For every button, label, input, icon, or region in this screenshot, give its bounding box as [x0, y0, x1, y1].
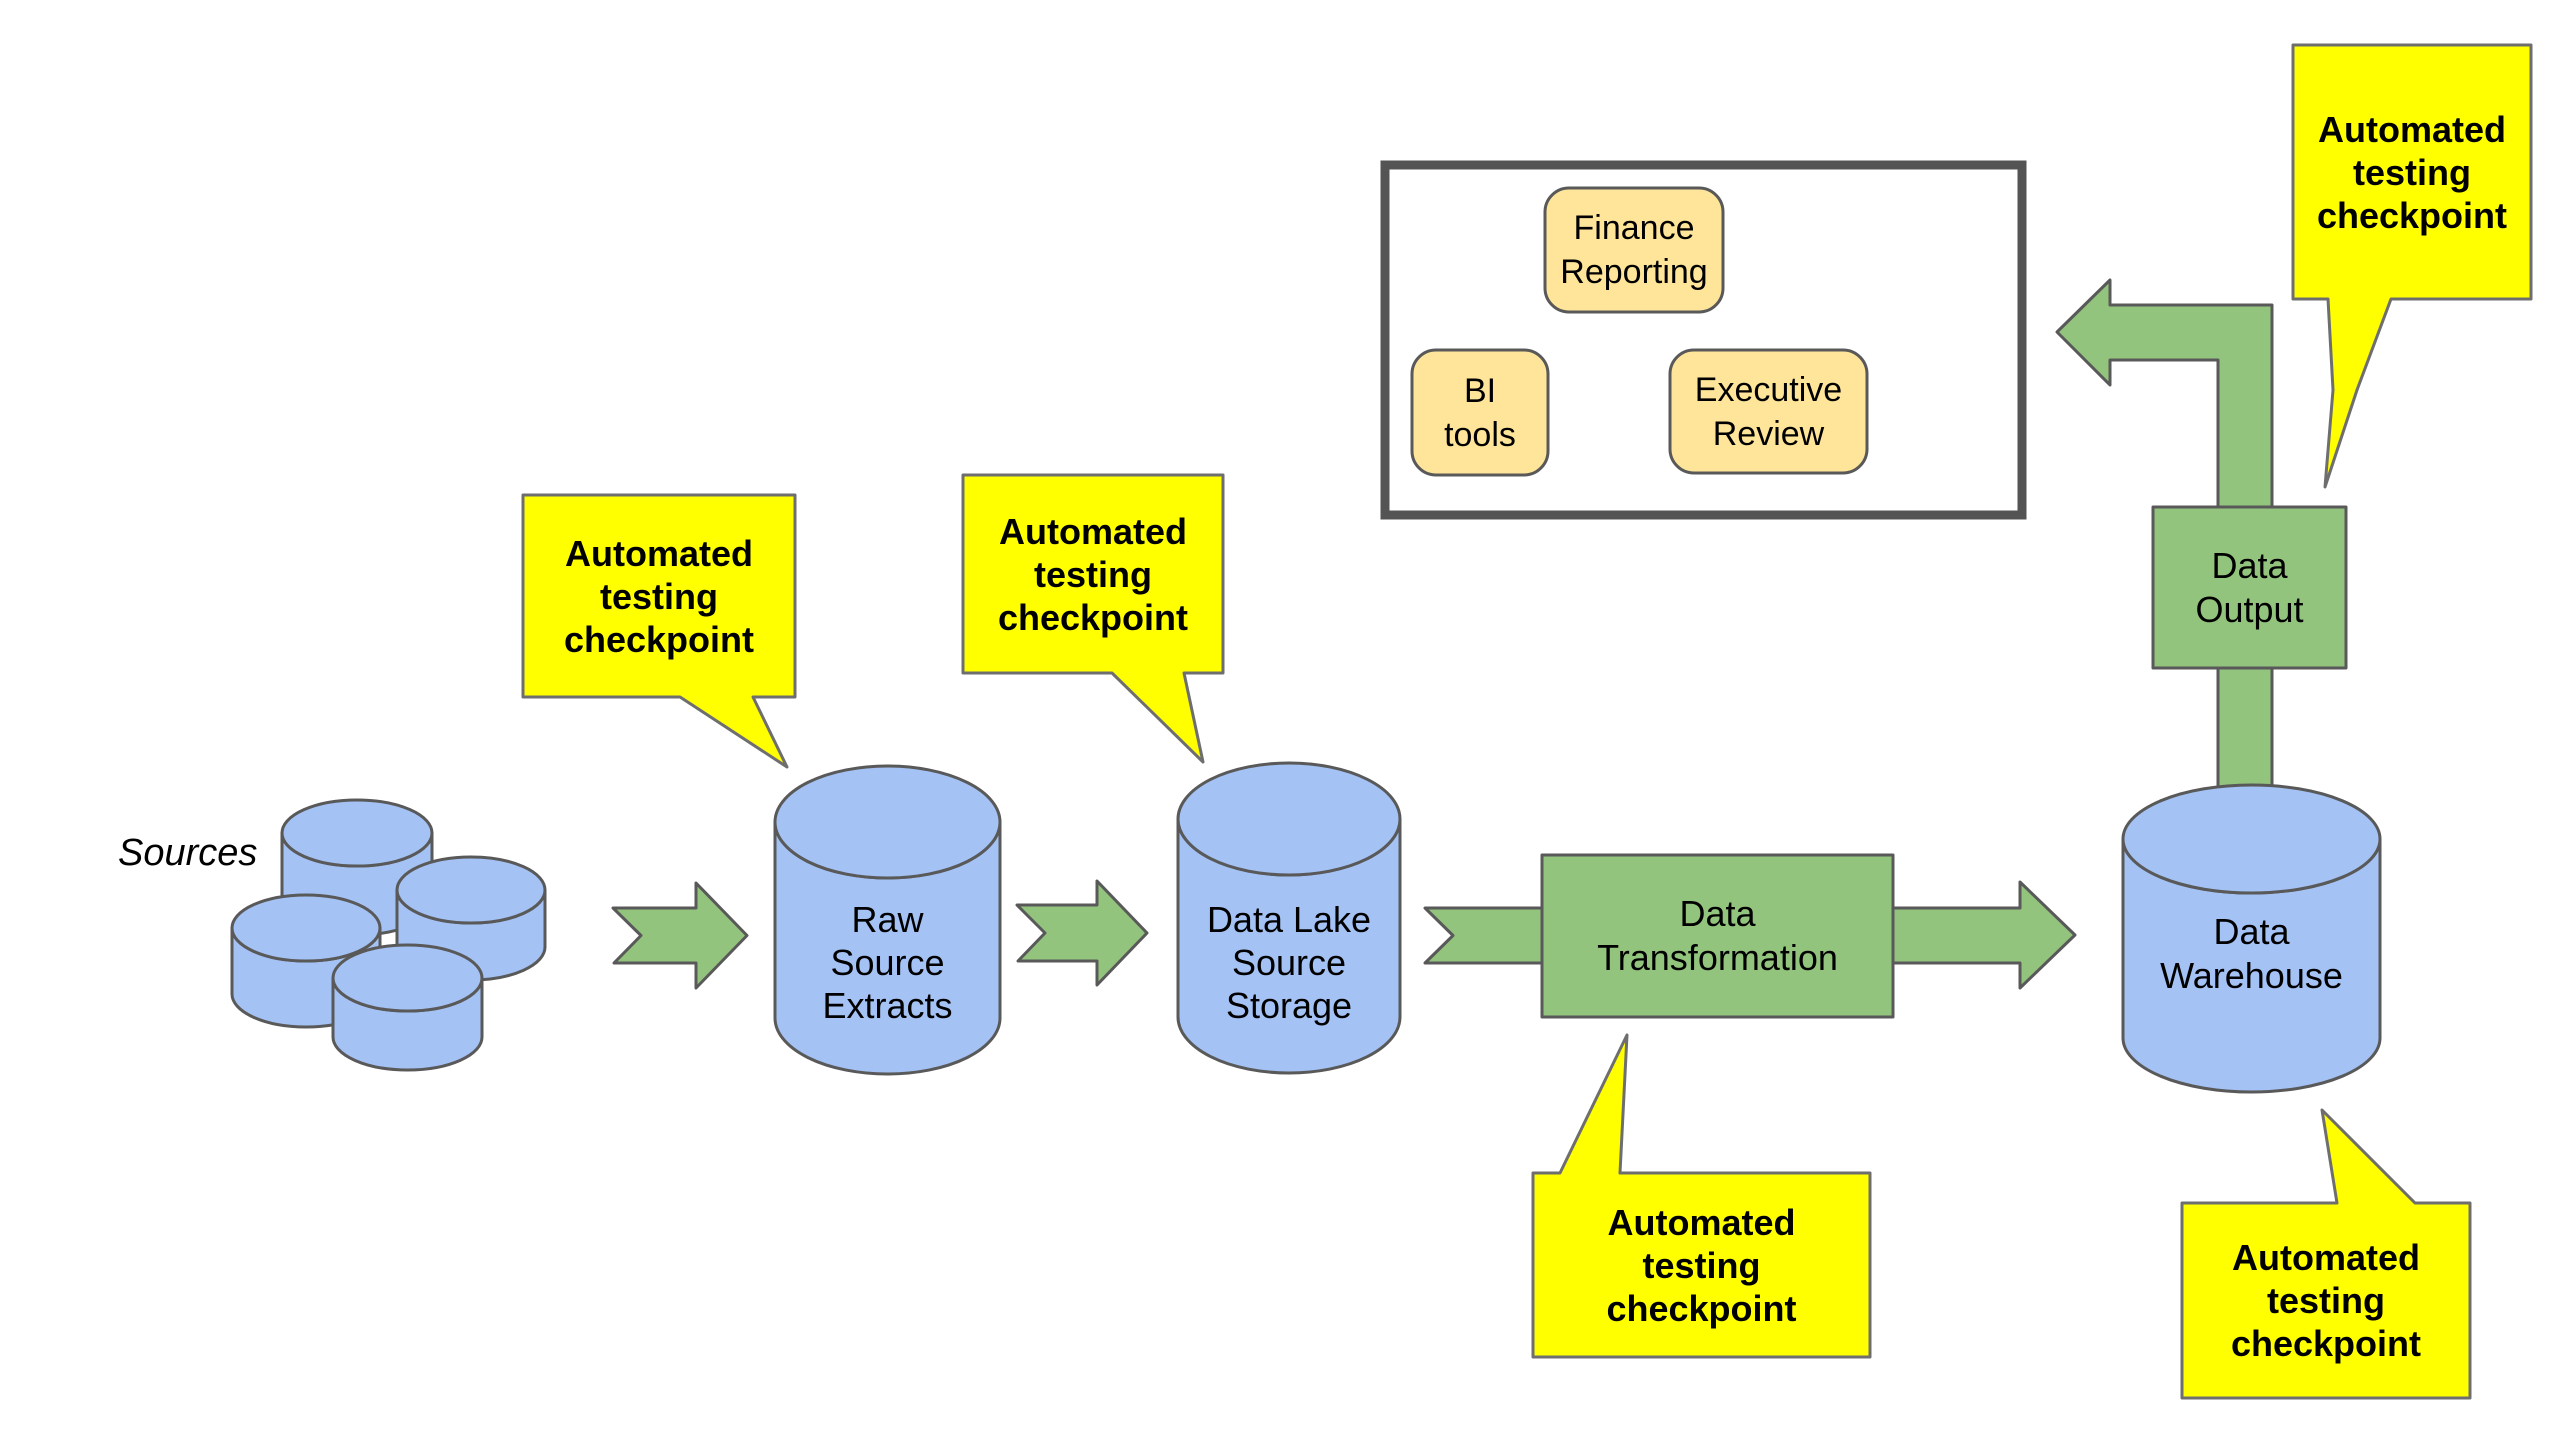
sources-label: Sources — [118, 832, 258, 874]
callout-bubble-warehouse — [2180, 1108, 2472, 1400]
label-bi-tools: BI tools — [1444, 371, 1516, 454]
box-bi-tools — [1410, 348, 1550, 477]
callout-label-raw: Automated testing checkpoint — [563, 532, 755, 660]
box-data-transformation — [1540, 853, 1895, 1019]
callout-label-output: Automated testing checkpoint — [2316, 108, 2508, 236]
arrow-raw-to-lake — [1015, 879, 1149, 987]
cylinder-data-warehouse — [2121, 783, 2382, 1094]
callout-label-transformation: Automated testing checkpoint — [1606, 1201, 1797, 1329]
label-data-output: Data Output — [2195, 544, 2304, 630]
label-data-lake-source-storage: Data Lake Source Storage — [1206, 898, 1372, 1026]
label-data-transformation: Data Transformation — [1597, 893, 1838, 978]
label-executive-review: Executive Review — [1694, 370, 1843, 453]
cylinder-data-lake-source-storage — [1176, 761, 1402, 1075]
label-finance-reporting: Finance Reporting — [1560, 209, 1708, 291]
callout-bubble-raw — [521, 493, 797, 769]
callout-bubble-output — [2291, 43, 2533, 489]
arrow-sources-to-raw — [611, 881, 749, 990]
callout-bubble-lake — [961, 473, 1225, 764]
callout-label-lake: Automated testing checkpoint — [997, 510, 1189, 638]
source-cylinder-bottom — [331, 943, 484, 1072]
callout-bubble-transformation — [1531, 1033, 1872, 1359]
cylinder-raw-source-extracts — [773, 764, 1002, 1076]
label-data-warehouse: Data Warehouse — [2160, 911, 2343, 996]
box-finance-reporting — [1543, 186, 1725, 314]
box-data-output — [2151, 505, 2348, 670]
box-executive-review — [1668, 348, 1869, 475]
sources-cylinder-cluster — [230, 798, 547, 1072]
callout-label-warehouse: Automated testing checkpoint — [2230, 1237, 2422, 1364]
label-raw-source-extracts: Raw Source Extracts — [822, 898, 953, 1026]
